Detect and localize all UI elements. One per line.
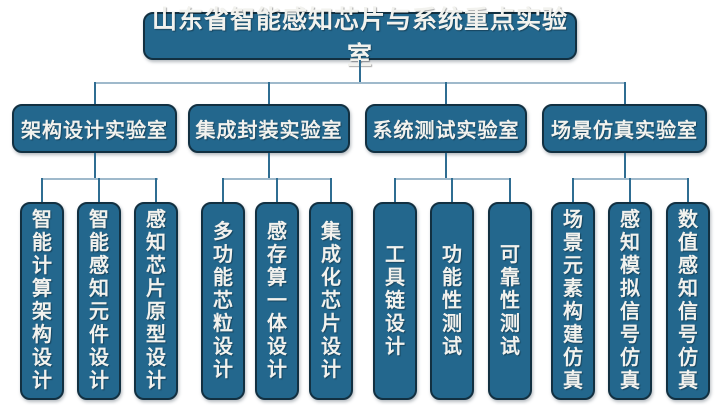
connector-drop-lab-3	[445, 82, 447, 104]
leaf-node-sensing-memory-computing-design: 感存算一体设计	[255, 202, 299, 400]
connector-lab1-rail	[42, 178, 158, 180]
lab-node-system-testing: 系统测试实验室	[365, 104, 527, 153]
connector-lab2-drop-3	[330, 178, 332, 202]
connector-root-rail	[94, 82, 626, 84]
leaf-node-sensing-analog-signal-simulation: 感知模拟信号仿真	[608, 202, 652, 400]
leaf-label: 感知模拟信号仿真	[620, 209, 640, 392]
connector-root-vertical	[359, 60, 361, 82]
connector-lab3-drop-3	[509, 178, 511, 202]
leaf-node-sensing-chip-prototype-design: 感知芯片原型设计	[134, 202, 178, 400]
leaf-node-numerical-sensing-signal-simulation: 数值感知信号仿真	[666, 202, 710, 400]
connector-lab3-vertical	[445, 153, 447, 178]
leaf-label: 智能感知元件设计	[89, 209, 109, 392]
lab-node-scenario-simulation: 场景仿真实验室	[542, 104, 707, 153]
leaf-node-reliability-testing: 可靠性测试	[488, 202, 532, 400]
leaf-label: 智能计算架构设计	[32, 209, 52, 392]
lab-node-integrated-packaging: 集成封装实验室	[188, 104, 350, 153]
leaf-node-multifunction-chiplet-design: 多功能芯粒设计	[201, 202, 245, 400]
root-node-title: 山东省智能感知芯片与系统重点实验室	[143, 6, 577, 70]
lab-node-architecture-design: 架构设计实验室	[12, 104, 177, 153]
connector-lab4-drop-2	[629, 178, 631, 202]
connector-drop-lab-2	[268, 82, 270, 104]
leaf-label: 可靠性测试	[500, 243, 520, 358]
leaf-label: 数值感知信号仿真	[678, 209, 698, 392]
leaf-label: 集成化芯片设计	[321, 220, 341, 381]
leaf-label: 多功能芯粒设计	[213, 220, 233, 381]
connector-lab2-drop-1	[222, 178, 224, 202]
connector-lab3-drop-1	[394, 178, 396, 202]
connector-drop-lab-1	[94, 82, 96, 104]
connector-lab3-drop-2	[451, 178, 453, 202]
connector-drop-lab-4	[624, 82, 626, 104]
connector-lab1-drop-2	[98, 178, 100, 202]
leaf-node-toolchain-design: 工具链设计	[373, 202, 417, 400]
leaf-node-integrated-chip-design: 集成化芯片设计	[309, 202, 353, 400]
connector-lab4-vertical	[624, 153, 626, 178]
leaf-node-intelligent-sensing-component-design: 智能感知元件设计	[77, 202, 121, 400]
connector-lab2-vertical	[268, 153, 270, 178]
connector-lab1-drop-1	[41, 178, 43, 202]
leaf-node-functional-testing: 功能性测试	[430, 202, 474, 400]
leaf-node-scene-element-construction-simulation: 场景元素构建仿真	[551, 202, 595, 400]
leaf-label: 功能性测试	[442, 243, 462, 358]
connector-lab1-vertical	[94, 153, 96, 178]
connector-lab4-drop-1	[572, 178, 574, 202]
leaf-label: 工具链设计	[385, 243, 405, 358]
leaf-label: 场景元素构建仿真	[563, 209, 583, 392]
leaf-label: 感知芯片原型设计	[146, 209, 166, 392]
connector-lab4-drop-3	[687, 178, 689, 202]
connector-lab1-drop-3	[155, 178, 157, 202]
leaf-label: 感存算一体设计	[267, 220, 287, 381]
connector-lab2-drop-2	[276, 178, 278, 202]
leaf-node-intelligent-computing-architecture-design: 智能计算架构设计	[20, 202, 64, 400]
